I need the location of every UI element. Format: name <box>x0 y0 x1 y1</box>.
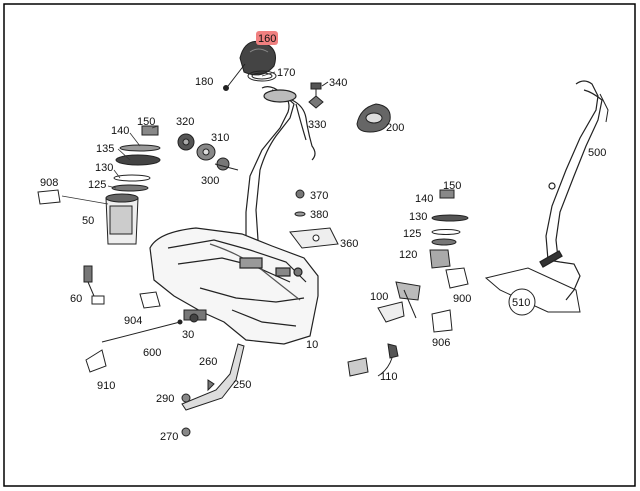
fuel-tank[interactable] <box>149 227 319 345</box>
label-30[interactable]: 30 <box>182 329 194 341</box>
label-180[interactable]: 180 <box>195 76 213 88</box>
harness-600[interactable] <box>85 319 183 373</box>
label-330[interactable]: 330 <box>308 119 326 131</box>
vent-valve-assembly[interactable] <box>308 81 329 109</box>
label-170[interactable]: 170 <box>277 67 295 79</box>
label-270[interactable]: 270 <box>160 431 178 443</box>
label-900[interactable]: 900 <box>453 293 471 305</box>
label-250[interactable]: 250 <box>233 379 251 391</box>
connector-904[interactable] <box>139 291 161 309</box>
label-120[interactable]: 120 <box>399 249 417 261</box>
sender-unit-100[interactable] <box>377 281 453 333</box>
label-130-right[interactable]: 130 <box>409 211 427 223</box>
screw-290[interactable] <box>181 393 191 403</box>
label-10[interactable]: 10 <box>306 339 318 351</box>
bracket-510[interactable] <box>484 267 581 316</box>
label-380[interactable]: 380 <box>310 209 328 221</box>
cover-plate-360[interactable] <box>289 189 339 249</box>
label-125-right[interactable]: 125 <box>403 228 421 240</box>
label-200[interactable]: 200 <box>386 122 404 134</box>
diagram-border <box>3 3 636 487</box>
label-910[interactable]: 910 <box>97 380 115 392</box>
label-60[interactable]: 60 <box>70 293 82 305</box>
label-100[interactable]: 100 <box>370 291 388 303</box>
label-320[interactable]: 320 <box>176 116 194 128</box>
fuel-pump-stack-right[interactable] <box>429 189 469 289</box>
label-904[interactable]: 904 <box>124 315 142 327</box>
label-300[interactable]: 300 <box>201 175 219 187</box>
label-510[interactable]: 510 <box>512 297 530 309</box>
filler-pipe-500[interactable] <box>539 80 609 301</box>
label-130-left[interactable]: 130 <box>95 162 113 174</box>
filler-neck[interactable] <box>245 86 316 241</box>
label-500[interactable]: 500 <box>588 147 606 159</box>
label-160[interactable]: 160 <box>258 33 276 45</box>
filler-seal-200[interactable] <box>356 103 391 133</box>
label-110[interactable]: 110 <box>380 371 398 383</box>
label-50[interactable]: 50 <box>82 215 94 227</box>
sensor-60[interactable] <box>83 265 105 305</box>
label-370[interactable]: 370 <box>310 190 328 202</box>
label-125-left[interactable]: 125 <box>88 179 106 191</box>
label-140-left[interactable]: 140 <box>111 125 129 137</box>
label-140-right[interactable]: 140 <box>415 193 433 205</box>
label-150-right[interactable]: 150 <box>443 180 461 192</box>
label-290[interactable]: 290 <box>156 393 174 405</box>
pump-module-30[interactable] <box>183 309 207 323</box>
leader-lines-left <box>61 125 159 205</box>
fuel-pump-stack-left[interactable] <box>105 125 161 245</box>
label-600[interactable]: 600 <box>143 347 161 359</box>
label-150-left[interactable]: 150 <box>137 116 155 128</box>
highlight-160 <box>256 31 278 45</box>
sensor-110[interactable] <box>347 343 399 377</box>
screw-270[interactable] <box>181 427 191 437</box>
sender-parts-300-320[interactable] <box>177 133 239 171</box>
label-135[interactable]: 135 <box>96 143 114 155</box>
fuel-cap-assembly[interactable] <box>223 40 277 91</box>
label-360[interactable]: 360 <box>340 238 358 250</box>
connector-908[interactable] <box>37 189 61 205</box>
label-908[interactable]: 908 <box>40 177 58 189</box>
label-260[interactable]: 260 <box>199 356 217 368</box>
strap-250[interactable] <box>181 343 245 411</box>
label-310[interactable]: 310 <box>211 132 229 144</box>
label-906[interactable]: 906 <box>432 337 450 349</box>
label-340[interactable]: 340 <box>329 77 347 89</box>
